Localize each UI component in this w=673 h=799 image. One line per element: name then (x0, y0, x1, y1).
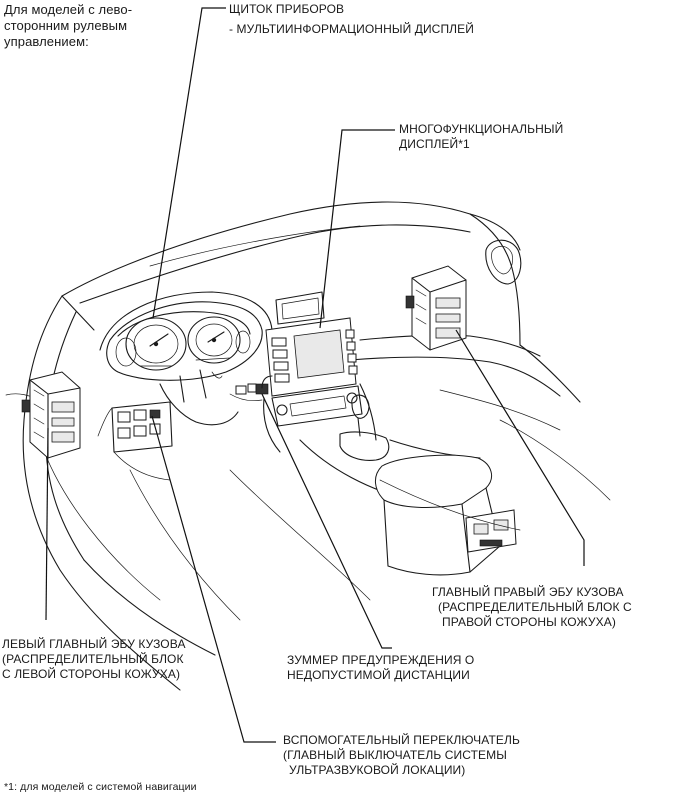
distance-buzzer-label-line-1: ЗУММЕР ПРЕДУПРЕЖДЕНИЯ О (287, 653, 475, 667)
aux-switch-label-line-1: ВСПОМОГАТЕЛЬНЫЙ ПЕРЕКЛЮЧАТЕЛЬ (283, 733, 520, 747)
footnote: *1: для моделей с системой навигации (4, 781, 197, 794)
leader-lines (45, 7, 585, 743)
left-body-ecu-label-line-3: С ЛЕВОЙ СТОРОНЫ КОЖУХА) (2, 667, 181, 681)
multi-info-display-label-text: - МУЛЬТИИНФОРМАЦИОННЫЙ ДИСПЛЕЙ (229, 22, 474, 36)
steering-side-note-line-1: Для моделей с лево- (4, 2, 133, 17)
multi-info-display-label: - МУЛЬТИИНФОРМАЦИОННЫЙ ДИСПЛЕЙ (229, 22, 474, 37)
center-console (129, 389, 611, 621)
right-body-ecu-module (405, 265, 467, 351)
left-door-frame (5, 295, 216, 691)
instrument-panel-label-text: ЩИТОК ПРИБОРОВ (229, 2, 345, 16)
steering-side-note: Для моделей с лево- сторонним рулевым уп… (4, 2, 132, 50)
left-body-ecu-label-line-1: ЛЕВЫЙ ГЛАВНЫЙ ЭБУ КУЗОВА (2, 637, 186, 651)
aux-switch-label: ВСПОМОГАТЕЛЬНЫЙ ПЕРЕКЛЮЧАТЕЛЬ (ГЛАВНЫЙ В… (283, 733, 520, 778)
instrument-cluster (99, 291, 273, 426)
instrument-panel-label: ЩИТОК ПРИБОРОВ (229, 2, 344, 17)
distance-buzzer-label: ЗУММЕР ПРЕДУПРЕЖДЕНИЯ О НЕДОПУСТИМОЙ ДИС… (287, 653, 474, 683)
aux-switch-label-line-3: УЛЬТРАЗВУКОВОЙ ЛОКАЦИИ) (289, 763, 466, 777)
left-body-ecu-module (21, 371, 81, 459)
aux-switch-label-line-2: (ГЛАВНЫЙ ВЫКЛЮЧАТЕЛЬ СИСТЕМЫ (283, 748, 507, 762)
dashboard-outline (61, 201, 581, 403)
right-body-ecu-label-line-2: (РАСПРЕДЕЛИТЕЛЬНЫЙ БЛОК С (438, 600, 632, 614)
left-body-ecu-label: ЛЕВЫЙ ГЛАВНЫЙ ЭБУ КУЗОВА (РАСПРЕДЕЛИТЕЛЬ… (2, 637, 186, 682)
steering-side-note-line-3: управлением: (4, 34, 89, 49)
multifunction-display-label-line-1: МНОГОФУНКЦИОНАЛЬНЫЙ (399, 122, 564, 136)
left-body-ecu-label-line-2: (РАСПРЕДЕЛИТЕЛЬНЫЙ БЛОК (2, 652, 184, 666)
multifunction-display-label: МНОГОФУНКЦИОНАЛЬНЫЙ ДИСПЛЕЙ*1 (399, 122, 563, 152)
steering-side-note-line-2: сторонним рулевым (4, 18, 128, 33)
footnote-text: *1: для моделей с системой навигации (4, 781, 197, 793)
multifunction-display-label-line-2: ДИСПЛЕЙ*1 (399, 137, 470, 151)
center-stack (229, 291, 377, 453)
right-body-ecu-label-line-3: ПРАВОЙ СТОРОНЫ КОЖУХА) (442, 615, 616, 629)
right-body-ecu-label-line-1: ГЛАВНЫЙ ПРАВЫЙ ЭБУ КУЗОВА (432, 585, 624, 599)
right-body-ecu-label: ГЛАВНЫЙ ПРАВЫЙ ЭБУ КУЗОВА (РАСПРЕДЕЛИТЕЛ… (432, 585, 632, 630)
distance-buzzer-label-line-2: НЕДОПУСТИМОЙ ДИСТАНЦИИ (287, 668, 470, 682)
left-switch-panel (97, 401, 173, 481)
